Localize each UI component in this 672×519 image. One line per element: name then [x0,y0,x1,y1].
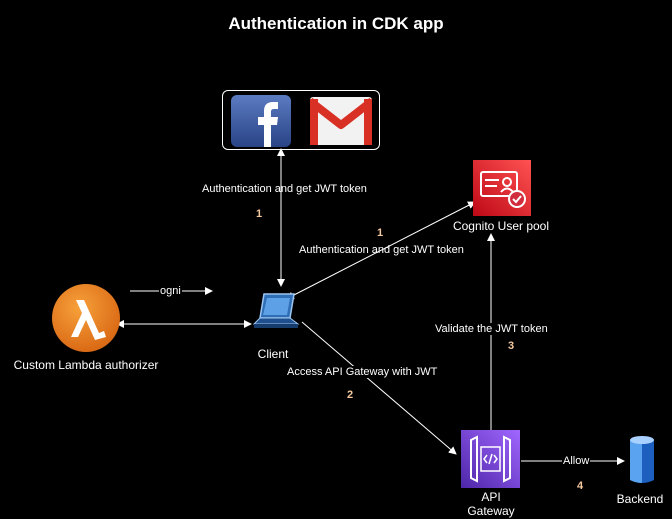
api-gateway-label-line1: API [481,490,501,504]
step-number-access: 2 [347,389,354,401]
laptop-icon [252,293,300,328]
edge-label-access-api: Access API Gateway with JWT [287,366,438,378]
api-gateway-label-line2: Gateway [467,504,515,518]
lambda-icon [52,284,120,352]
gmail-icon [310,97,372,145]
step-number-validate: 3 [508,340,515,352]
edge-client-cognito [285,201,476,300]
edge-label-lambda-partial: ogni [159,285,182,297]
edge-label-validate: Validate the JWT token [435,323,548,335]
api-gateway-icon [461,430,520,488]
client-label: Client [257,347,289,361]
edge-label-idp-auth: Authentication and get JWT token [202,183,367,195]
step-number-allow: 4 [577,480,584,492]
facebook-icon [231,95,291,147]
step-number-idp: 1 [256,208,263,220]
edge-label-allow: Allow [562,455,591,467]
backend-label: Backend [616,492,664,506]
edge-label-cognito-auth: Authentication and get JWT token [299,244,464,256]
cognito-user-pool-icon [473,160,531,216]
lambda-label: Custom Lambda authorizer [13,358,159,372]
cognito-label: Cognito User pool [452,219,550,233]
diagram-title: Authentication in CDK app [228,14,444,33]
identity-provider-group [222,90,380,150]
database-icon [630,436,654,483]
step-number-cognito: 1 [377,227,384,239]
edge-client-api [301,321,457,455]
